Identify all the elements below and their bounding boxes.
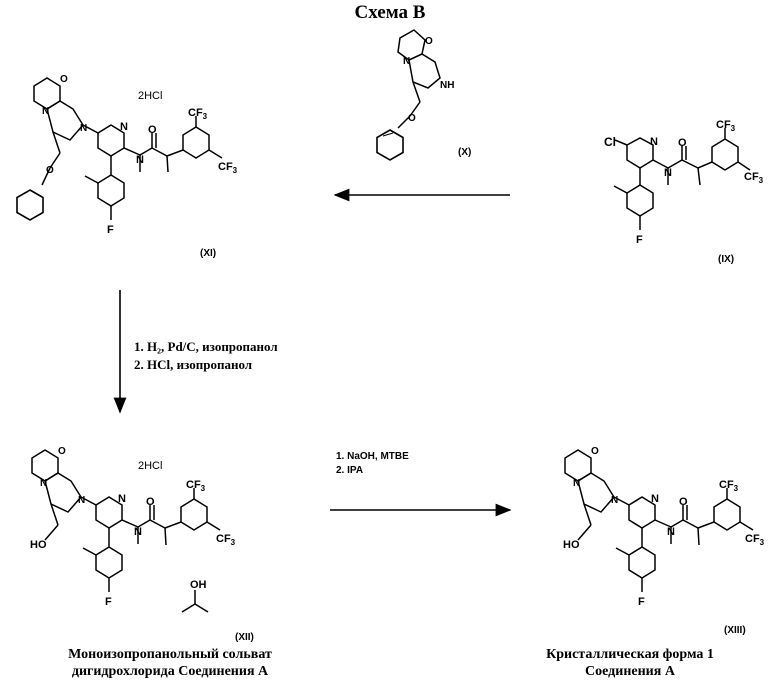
atom-cf3a-xiii: CF3	[719, 479, 739, 493]
atom-n-pyr-xiii: N	[651, 493, 659, 505]
atom-o2-xi: O	[46, 165, 54, 176]
atom-n-amide-xii: N	[134, 526, 142, 538]
atom-cf3a-xii: CF3	[186, 479, 206, 493]
atom-n-amide-ix: N	[664, 167, 672, 179]
atom-n1-xi: N	[42, 106, 49, 117]
atom-o3-xii: O	[146, 496, 155, 508]
structure-compound-xi	[17, 78, 222, 220]
atom-n-amide-xiii: N	[667, 526, 675, 538]
atom-f-xiii: F	[638, 596, 645, 608]
atom-n-amide-xi: N	[136, 154, 144, 166]
atom-n1-xii: N	[40, 478, 47, 489]
atom-o-xi: O	[60, 74, 68, 85]
atom-cf3a-xi: CF3	[188, 107, 208, 121]
atom-cf3b-ix: CF3	[744, 171, 764, 185]
atom-o-xii: O	[58, 446, 66, 457]
atom-f-xii: F	[105, 596, 112, 608]
atom-ho-xiii: HO	[563, 539, 580, 551]
atom-cf3b-xiii: CF3	[745, 533, 765, 547]
atom-o-xiii: O	[591, 446, 599, 457]
atom-cf3b-xi: CF3	[218, 161, 238, 175]
atom-o3-xi: O	[148, 124, 157, 136]
atom-ho-xii: HO	[30, 539, 47, 551]
atom-oh-ipa: OH	[190, 579, 207, 591]
structure-compound-xiii	[565, 450, 753, 592]
atom-n2-xi: N	[80, 123, 87, 134]
atom-n2-xiii: N	[611, 495, 618, 506]
atom-cf3a-ix: CF3	[716, 119, 736, 133]
atom-o-x: O	[425, 36, 433, 47]
structure-compound-x	[377, 30, 440, 160]
atom-n-pyr-ix: N	[650, 136, 658, 148]
atom-n1-xiii: N	[573, 478, 580, 489]
atom-n2-xii: N	[78, 495, 85, 506]
atom-o-ix: O	[678, 137, 687, 149]
atom-o2-x: O	[408, 113, 416, 124]
atom-n-pyr-xii: N	[118, 493, 126, 505]
atom-n-pyr-xi: N	[120, 121, 128, 133]
atom-cf3b-xii: CF3	[216, 533, 236, 547]
atom-n-x: N	[403, 56, 410, 67]
atom-nh-x: NH	[440, 80, 454, 91]
atom-f-xi: F	[107, 224, 114, 236]
atom-o3-xiii: O	[679, 496, 688, 508]
atom-f-ix: F	[636, 234, 643, 246]
atom-cl-ix: Cl	[604, 135, 616, 149]
